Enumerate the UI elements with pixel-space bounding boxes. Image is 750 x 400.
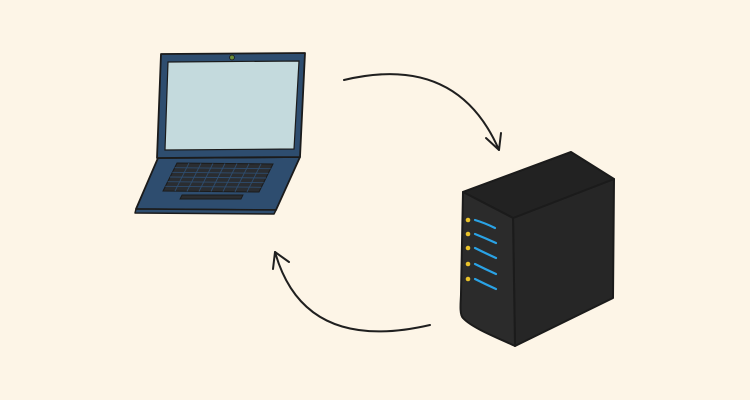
keyboard-grid [165,162,271,193]
status-light-icon [465,245,471,251]
response-arrow-curve [274,251,431,333]
webcam-icon [229,54,235,61]
laptop-touchpad [179,194,244,200]
status-light-icon [465,276,471,282]
server-tower-icon [459,151,615,347]
drive-bay-bar [473,246,498,260]
laptop-screen [164,60,300,151]
response-arrow-head [272,251,290,270]
laptop-base-edge [134,208,277,215]
laptop-icon [134,52,306,215]
server-status-lights [465,217,471,282]
server-drive-bays [473,218,498,291]
response-arrow-icon [272,251,431,333]
request-arrow-curve [343,73,500,151]
drive-bay-bar [473,218,497,230]
drive-bay-bar [473,232,498,245]
status-light-icon [465,261,471,267]
request-arrow-icon [343,73,502,151]
status-light-icon [465,217,471,223]
drive-bay-bar [473,262,498,276]
status-light-icon [465,231,471,237]
drive-bay-bar [473,277,498,291]
request-arrow-head [485,132,502,151]
